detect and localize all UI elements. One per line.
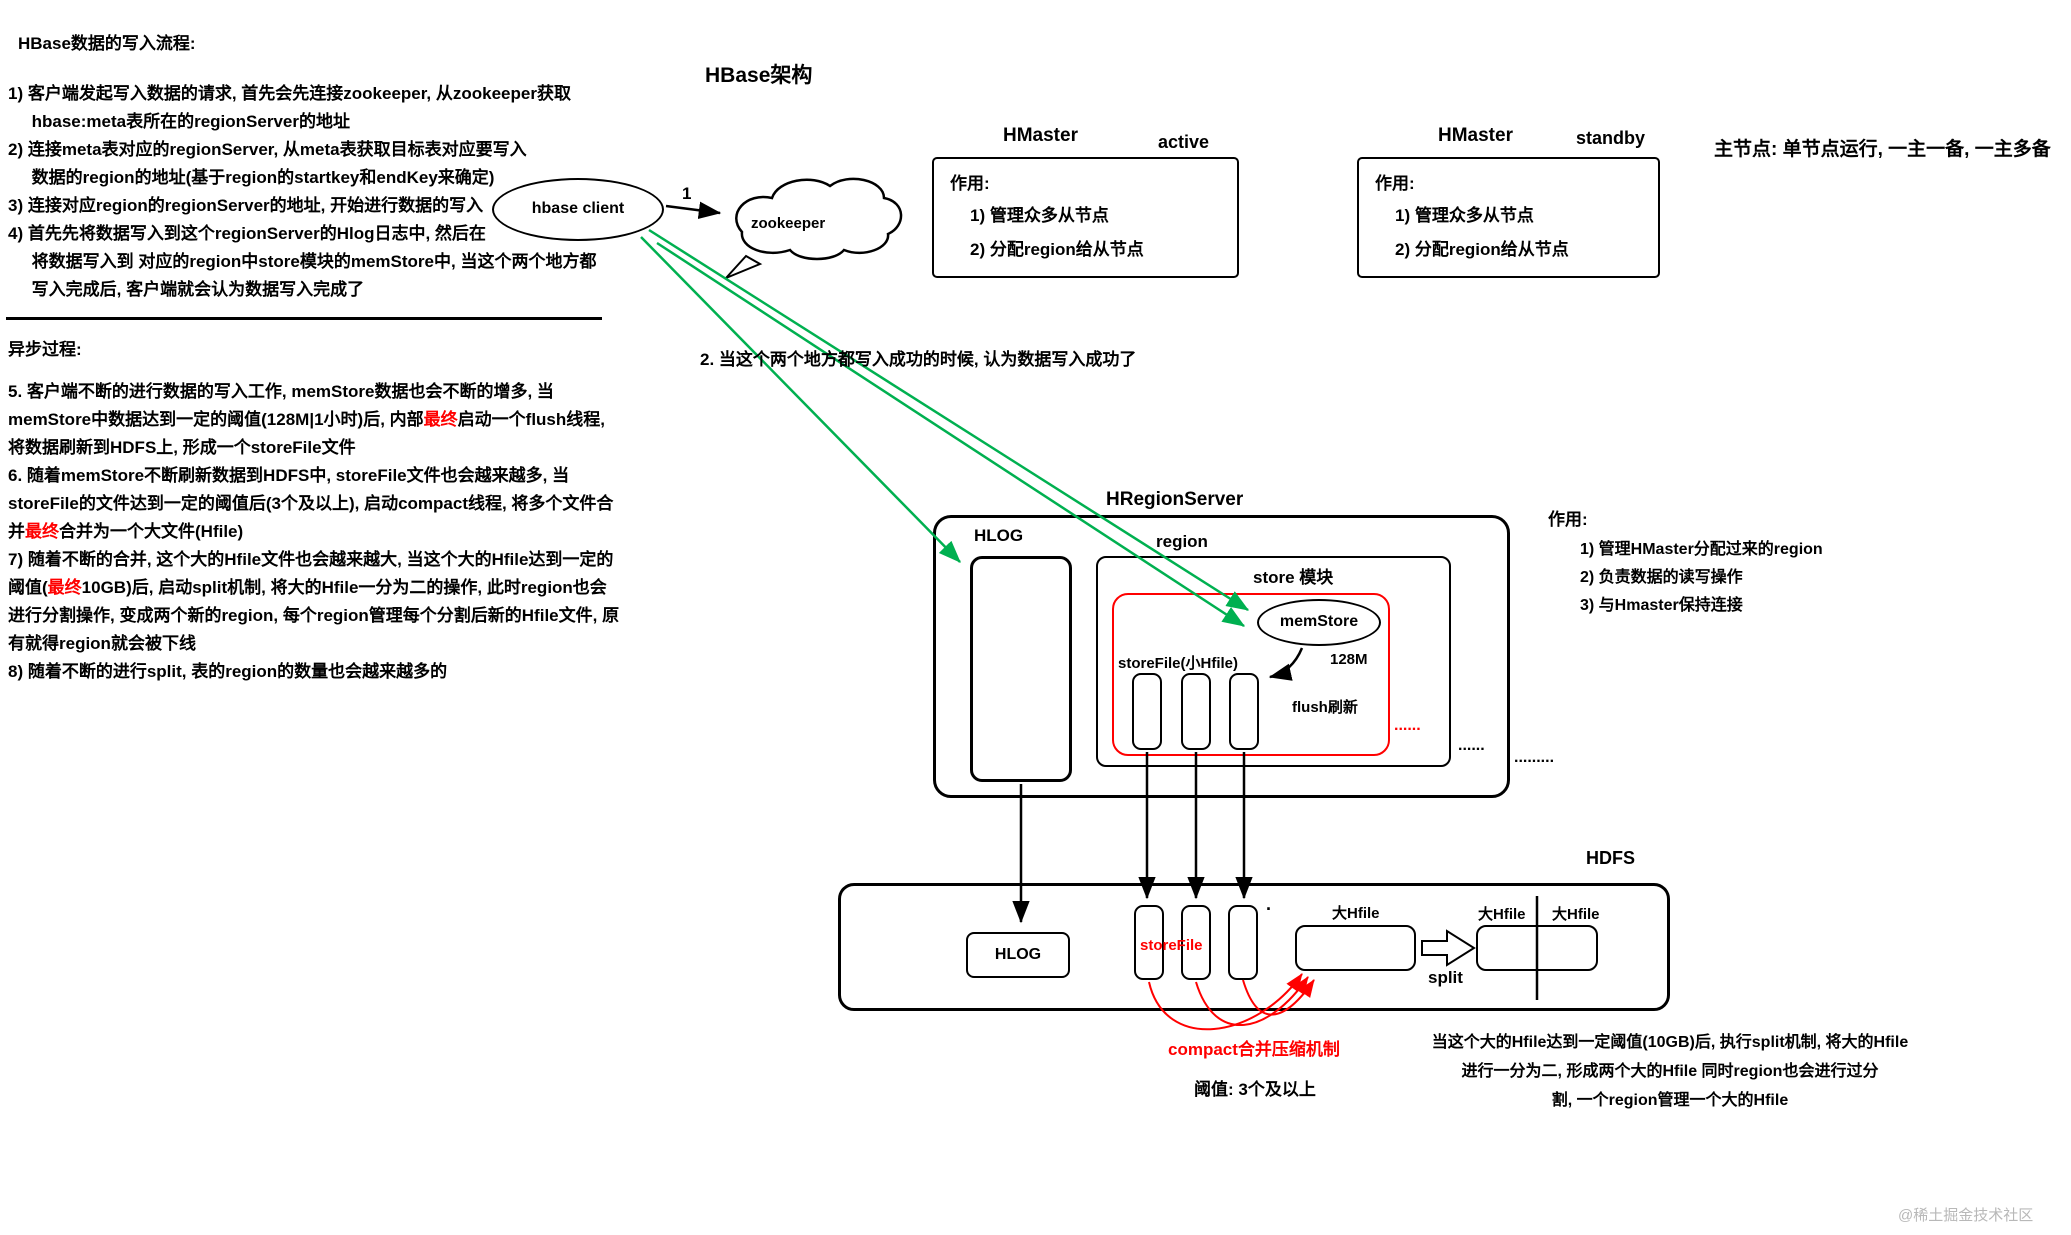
hmaster-active-role-title: 作用: bbox=[950, 174, 990, 193]
note-step7-text1: 7) 随着不断的合并, 这个大的Hfile文件也会越来越大, 当这个大的Hfil… bbox=[8, 550, 614, 597]
split-note: 当这个大的Hfile达到一定阈值(10GB)后, 执行split机制, 将大的H… bbox=[1431, 1034, 1909, 1109]
memstore-size-label: 128M bbox=[1330, 651, 1368, 668]
split-hfile-label-2: 大Hfile bbox=[1552, 906, 1600, 923]
note-step6-highlight: 最终 bbox=[25, 522, 59, 541]
diagram-title: HBase架构 bbox=[705, 64, 813, 87]
hmaster-active-role-1: 1) 管理众多从节点 bbox=[970, 206, 1109, 225]
more-storefiles-dots: ...... bbox=[1394, 717, 1421, 734]
notes-separator-line bbox=[6, 317, 602, 320]
hmaster-active-title: HMaster bbox=[1003, 125, 1078, 146]
note-step7-text2: 10GB)后, 启动split机制, 将大的Hfile一分为二的操作, 此时re… bbox=[8, 578, 620, 653]
big-hfile-label: 大Hfile bbox=[1332, 905, 1380, 922]
rs-role-3: 3) 与Hmaster保持连接 bbox=[1580, 597, 1743, 614]
hdfs-hlog-box: HLOG bbox=[966, 932, 1070, 978]
note-step5: 5. 客户端不断的进行数据的写入工作, memStore数据也会不断的增多, 当… bbox=[8, 378, 605, 462]
big-hfile-box bbox=[1295, 925, 1416, 971]
store-module-label: store 模块 bbox=[1253, 568, 1334, 587]
rs-role-2: 2) 负责数据的读写操作 bbox=[1580, 569, 1743, 586]
async-title: 异步过程: bbox=[8, 340, 82, 359]
note-step2: 2) 连接meta表对应的regionServer, 从meta表获取目标表对应… bbox=[8, 140, 527, 187]
master-mode-note: 主节点: 单节点运行, 一主一备, 一主多备 bbox=[1714, 139, 2051, 160]
split-hfile-box bbox=[1476, 925, 1598, 971]
compact-note: compact合并压缩机制 bbox=[1168, 1040, 1340, 1059]
step2-note: 2. 当这个两个地方都写入成功的时候, 认为数据写入成功了 bbox=[700, 350, 1137, 369]
watermark: @稀土掘金技术社区 bbox=[1898, 1207, 2034, 1224]
region-label: region bbox=[1156, 532, 1208, 551]
note-step5-text2: 启动一个flush线程, 将数据刷新到HDFS上, 形成一个storeFile文… bbox=[8, 410, 605, 457]
hmaster-standby-role-title: 作用: bbox=[1375, 174, 1415, 193]
more-stores-dots: ...... bbox=[1458, 737, 1485, 754]
storefile-label: storeFile(小Hfile) bbox=[1118, 655, 1239, 672]
arrow-client-to-zookeeper bbox=[665, 201, 722, 219]
step1-label: 1 bbox=[682, 184, 692, 203]
more-regions-dots: ......... bbox=[1514, 749, 1555, 766]
hmaster-standby-title: HMaster bbox=[1438, 125, 1513, 146]
hdfs-dot: . bbox=[1266, 894, 1272, 914]
note-step3: 3) 连接对应region的regionServer的地址, 开始进行数据的写入 bbox=[8, 196, 484, 215]
hdfs-storefile-rect-3 bbox=[1228, 905, 1258, 980]
note-step5-text1: 5. 客户端不断的进行数据的写入工作, memStore数据也会不断的增多, 当… bbox=[8, 382, 554, 429]
note-step7: 7) 随着不断的合并, 这个大的Hfile文件也会越来越大, 当这个大的Hfil… bbox=[8, 546, 619, 658]
hdfs-title: HDFS bbox=[1586, 848, 1635, 868]
hmaster-standby-state: standby bbox=[1576, 128, 1646, 148]
hmaster-active-state: active bbox=[1158, 132, 1210, 152]
note-step6-text2: 合并为一个大文件(Hfile) bbox=[59, 522, 244, 541]
hmaster-standby-box: 作用: 1) 管理众多从节点 2) 分配region给从节点 bbox=[1357, 157, 1660, 278]
note-step1: 1) 客户端发起写入数据的请求, 首先会先连接zookeeper, 从zooke… bbox=[8, 84, 571, 131]
rs-role-1: 1) 管理HMaster分配过来的region bbox=[1580, 541, 1823, 558]
hmaster-active-role-2: 2) 分配region给从节点 bbox=[970, 240, 1144, 259]
storefile-rect-3 bbox=[1229, 673, 1259, 750]
split-label: split bbox=[1428, 968, 1463, 987]
note-step7-highlight: 最终 bbox=[47, 578, 82, 597]
regionserver-title: HRegionServer bbox=[1106, 489, 1244, 510]
hdfs-storefile-label: storeFile bbox=[1140, 937, 1203, 954]
notes-title: HBase数据的写入流程: bbox=[18, 34, 196, 53]
zookeeper-cloud-tail bbox=[725, 254, 763, 279]
zookeeper-label: zookeeper bbox=[751, 215, 826, 232]
note-step8: 8) 随着不断的进行split, 表的region的数量也会越来越多的 bbox=[8, 662, 448, 681]
hmaster-active-box: 作用: 1) 管理众多从节点 2) 分配region给从节点 bbox=[932, 157, 1239, 278]
note-step5-highlight: 最终 bbox=[423, 410, 458, 429]
hlog-box bbox=[970, 556, 1072, 782]
note-step4: 4) 首先先将数据写入到这个regionServer的Hlog日志中, 然后在 … bbox=[8, 224, 597, 299]
hmaster-standby-role-2: 2) 分配region给从节点 bbox=[1395, 240, 1569, 259]
split-hfile-label-1: 大Hfile bbox=[1478, 906, 1526, 923]
hbase-client-node: hbase client bbox=[492, 178, 664, 241]
storefile-rect-2 bbox=[1181, 673, 1211, 750]
note-step6: 6. 随着memStore不断刷新数据到HDFS中, storeFile文件也会… bbox=[8, 462, 613, 546]
threshold-note: 阈值: 3个及以上 bbox=[1194, 1080, 1316, 1099]
hlog-label: HLOG bbox=[974, 526, 1024, 545]
arrow-client-to-hlog bbox=[640, 236, 961, 563]
memstore-node: memStore bbox=[1257, 599, 1381, 646]
hmaster-standby-role-1: 1) 管理众多从节点 bbox=[1395, 206, 1534, 225]
note-step6-text1: 6. 随着memStore不断刷新数据到HDFS中, storeFile文件也会… bbox=[8, 466, 614, 541]
rs-roles-title: 作用: bbox=[1548, 510, 1588, 529]
storefile-rect-1 bbox=[1132, 673, 1162, 750]
flush-label: flush刷新 bbox=[1292, 699, 1358, 716]
